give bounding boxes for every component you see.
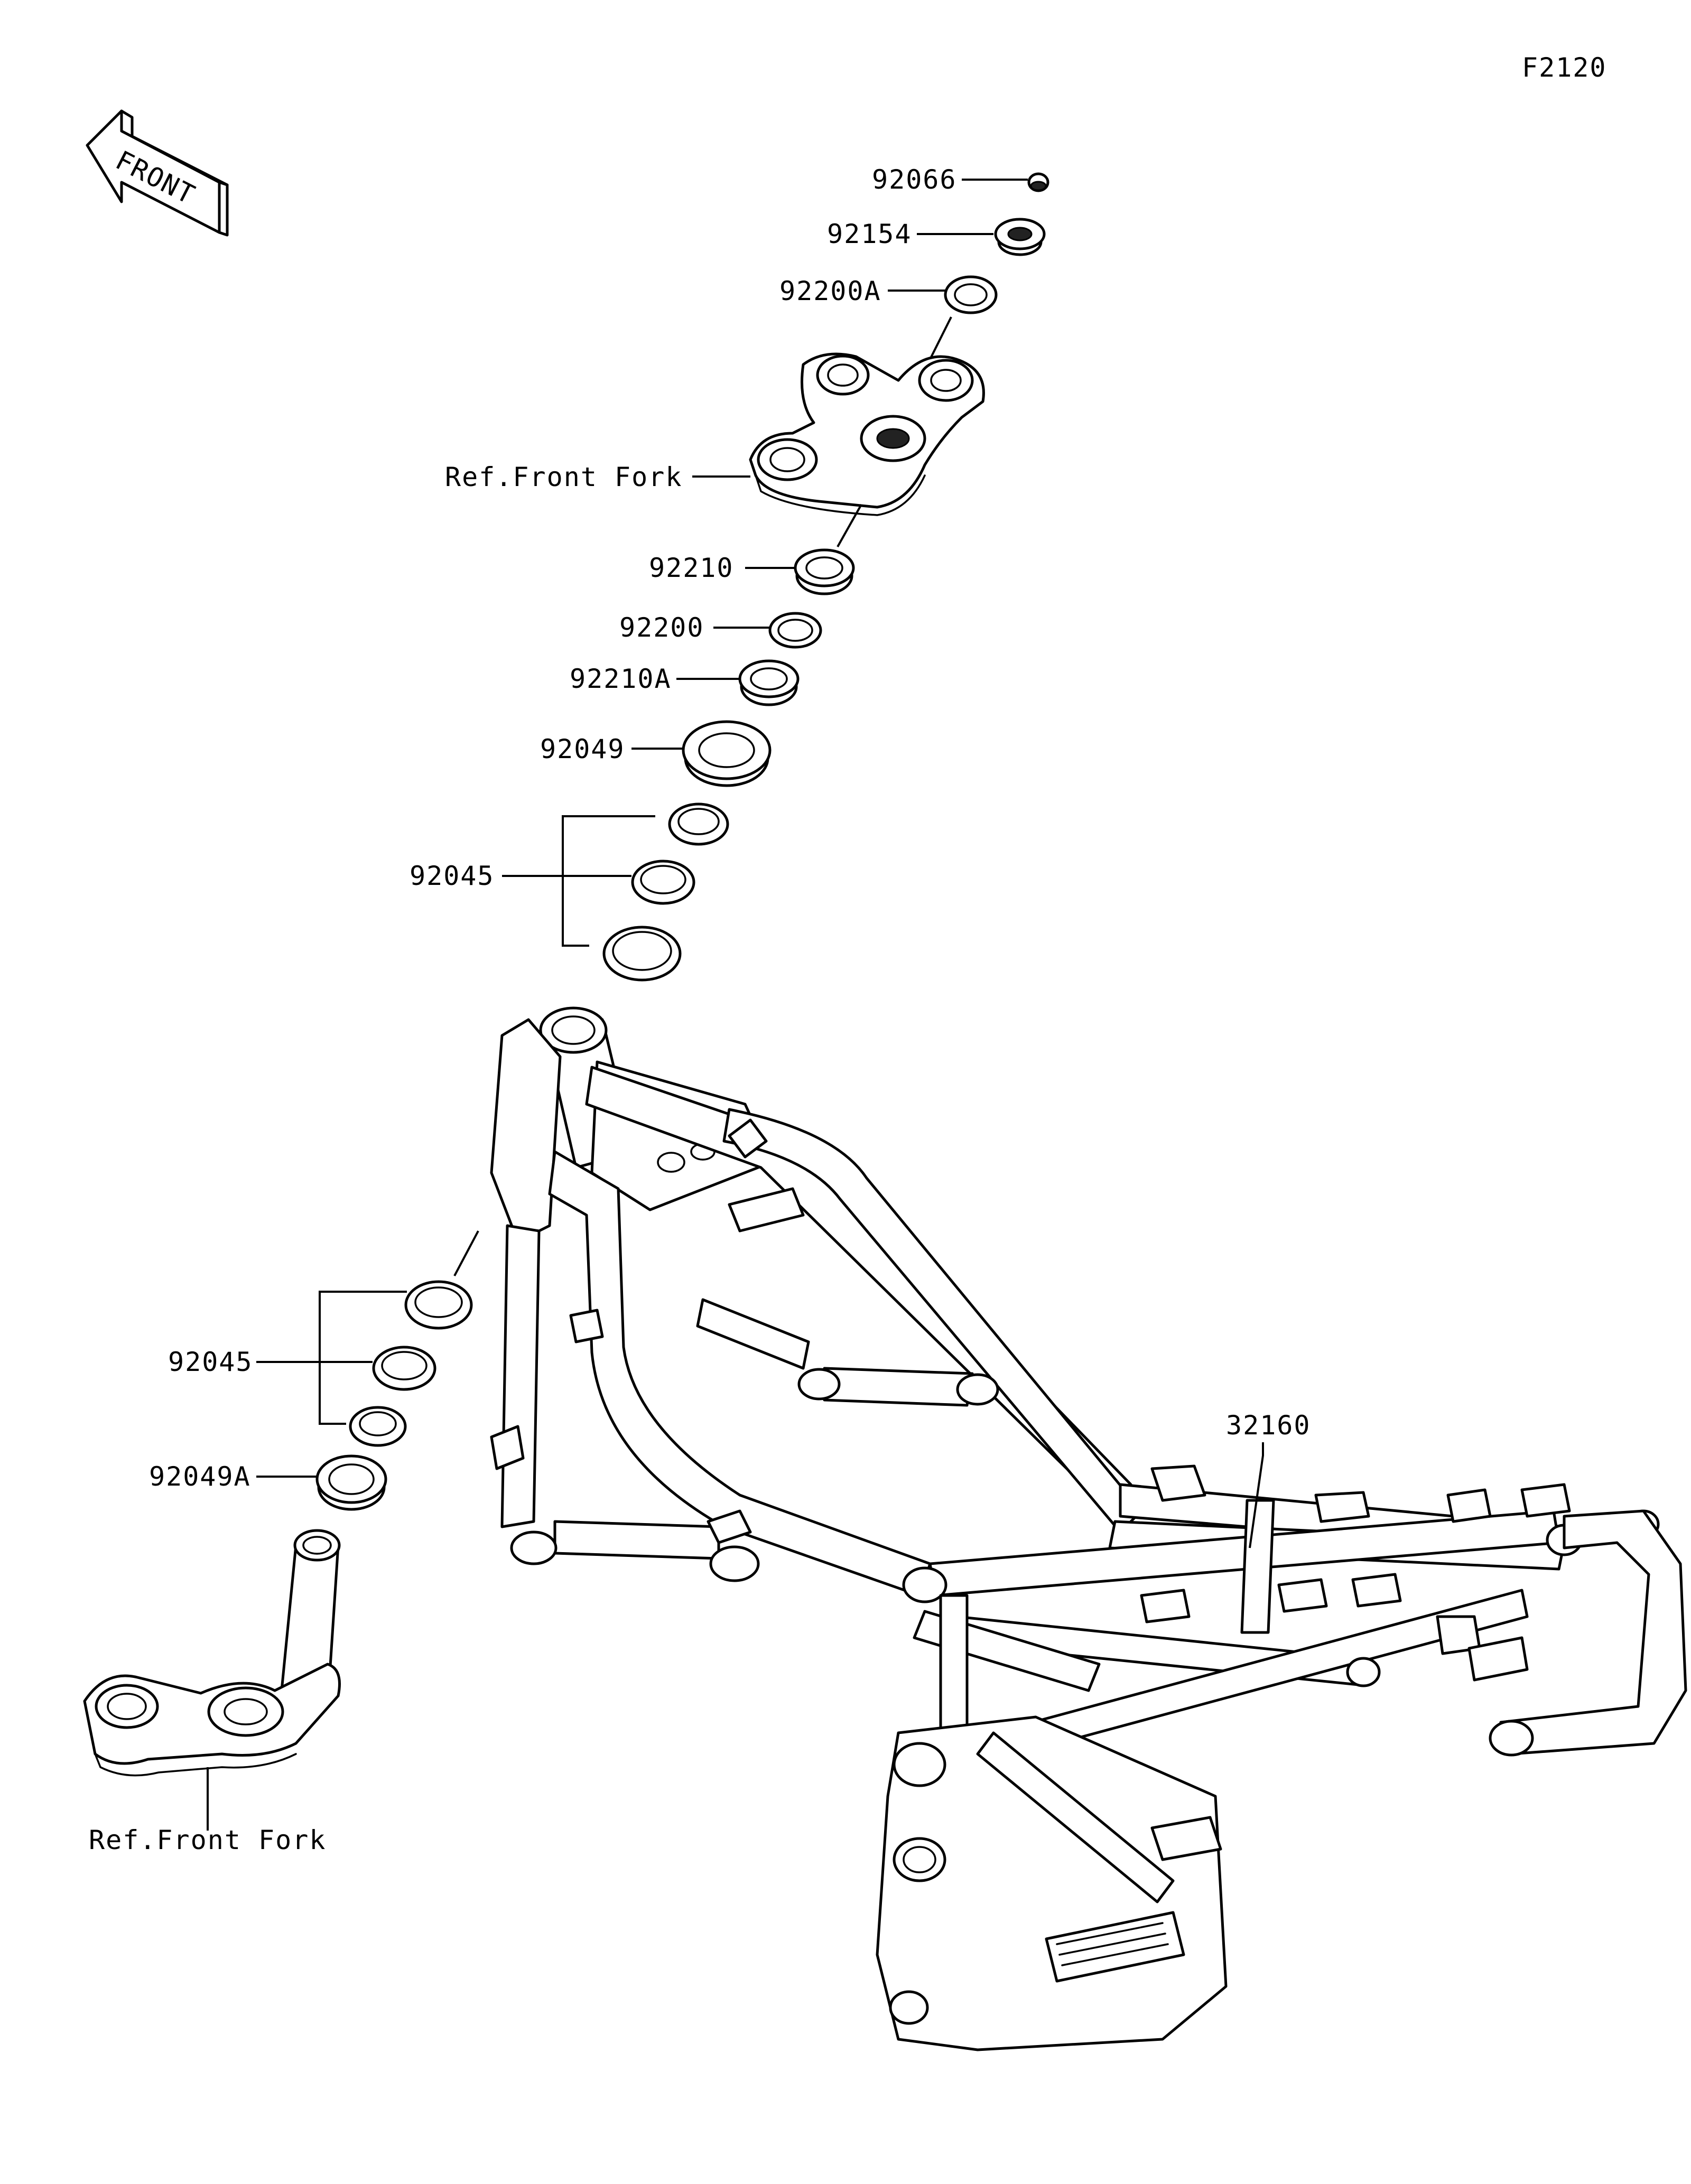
part-92210-nut xyxy=(745,504,862,595)
figure-code: F2120 xyxy=(1522,52,1607,83)
label-92049: 92049 xyxy=(540,734,625,764)
label-92045-lower: 92045 xyxy=(168,1347,253,1377)
label-92045-upper: 92045 xyxy=(410,861,495,891)
part-92049-seal xyxy=(631,720,772,787)
part-92210a-nut xyxy=(676,659,800,706)
front-direction-arrow: FRONT xyxy=(86,109,229,237)
label-32160: 32160 xyxy=(1226,1410,1311,1441)
label-92154: 92154 xyxy=(827,219,912,249)
part-92066-cap xyxy=(962,172,1049,192)
part-92045-upper-bearing xyxy=(502,802,729,982)
label-92210: 92210 xyxy=(649,553,734,583)
label-ref-front-fork-bottom: Ref.Front Fork xyxy=(89,1825,326,1855)
part-92049a-seal xyxy=(256,1454,387,1511)
label-92200a: 92200A xyxy=(779,276,881,306)
part-92045-lower-bearing xyxy=(256,1230,479,1447)
label-92210a: 92210A xyxy=(570,664,672,694)
label-92200: 92200 xyxy=(619,612,704,643)
part-92200a-washer xyxy=(888,275,998,314)
upper-triple-clamp xyxy=(749,316,985,516)
part-92154-nut xyxy=(917,218,1046,256)
label-ref-front-fork-top: Ref.Front Fork xyxy=(445,462,682,492)
lower-triple-clamp xyxy=(83,1529,341,1777)
label-92049a: 92049A xyxy=(149,1461,251,1492)
part-32160-frame xyxy=(490,1006,1687,2051)
label-92066: 92066 xyxy=(872,164,957,195)
part-92200-washer xyxy=(713,612,822,649)
